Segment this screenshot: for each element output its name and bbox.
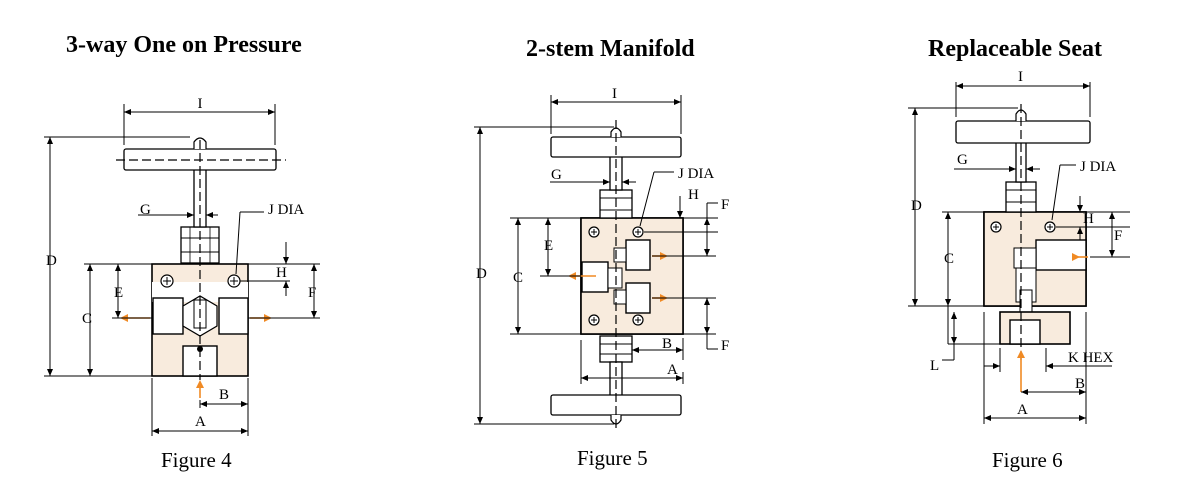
figure-4-label-H: H [276,265,287,281]
figure-4-label-G: G [140,202,151,218]
figure-6-label-K: K HEX [1068,350,1114,366]
figure-4-label-B: B [219,387,229,403]
figure-6-label-J: J DIA [1080,159,1116,175]
figure-6-label-F: F [1114,228,1122,244]
bottom-port [1009,319,1041,345]
figure-6-label-H: H [1083,211,1094,227]
figure-5-label-J: J DIA [678,166,714,182]
figure-5-label-G: G [551,167,562,183]
figure-6-caption: Figure 6 [992,448,1063,472]
figure-4-drawing: I D G J DIA C E H F [44,96,320,436]
figure-6-label-D: D [911,198,922,214]
figure-4-label-C: C [82,311,92,327]
side-port [1035,239,1087,271]
figure-5-label-A: A [667,362,678,378]
figure-4-panel: 3-way One on Pressure Figure 4 [0,0,400,487]
figure-5-caption: Figure 5 [577,446,648,470]
lower-right-port [625,282,651,314]
figure-6-label-I: I [1018,69,1023,85]
figure-4-label-J: J DIA [268,202,304,218]
left-port [152,297,184,335]
figure-5-panel: 2-stem Manifold Figure 5 [400,0,850,487]
figure-5-label-D: D [476,266,487,282]
figure-6-label-G: G [957,152,968,168]
figure-6-title: Replaceable Seat [928,36,1102,62]
figure-4-caption: Figure 4 [161,448,232,472]
figure-5-label-F-bottom: F [721,338,729,354]
figure-4-label-I: I [198,96,203,112]
figure-5-label-F-top: F [721,197,729,213]
figure-5-label-H: H [688,187,699,203]
figure-5-label-E: E [544,238,553,254]
figure-5-label-C: C [513,270,523,286]
figure-6-label-L: L [930,358,939,374]
figure-4-label-A: A [195,414,206,430]
figure-5-drawing: I D G J DIA H F F [474,86,729,430]
figure-6-label-B: B [1075,376,1085,392]
figure-5-title: 2-stem Manifold [526,36,695,62]
figure-4-label-F: F [308,285,316,301]
left-port [581,261,609,293]
figure-4-label-D: D [46,253,57,269]
upper-right-port [625,239,651,271]
handle [955,120,1091,144]
figure-6-panel: Replaceable Seat Figure 6 [850,0,1192,487]
figure-6-label-C: C [944,251,954,267]
figure-5-label-B: B [662,336,672,352]
figure-6-drawing: I D G J DIA H F C [908,69,1130,424]
figure-5-label-I: I [612,86,617,102]
right-port [218,297,249,335]
figure-4-label-E: E [114,285,123,301]
figure-4-title: 3-way One on Pressure [66,32,302,58]
figure-6-label-A: A [1017,402,1028,418]
